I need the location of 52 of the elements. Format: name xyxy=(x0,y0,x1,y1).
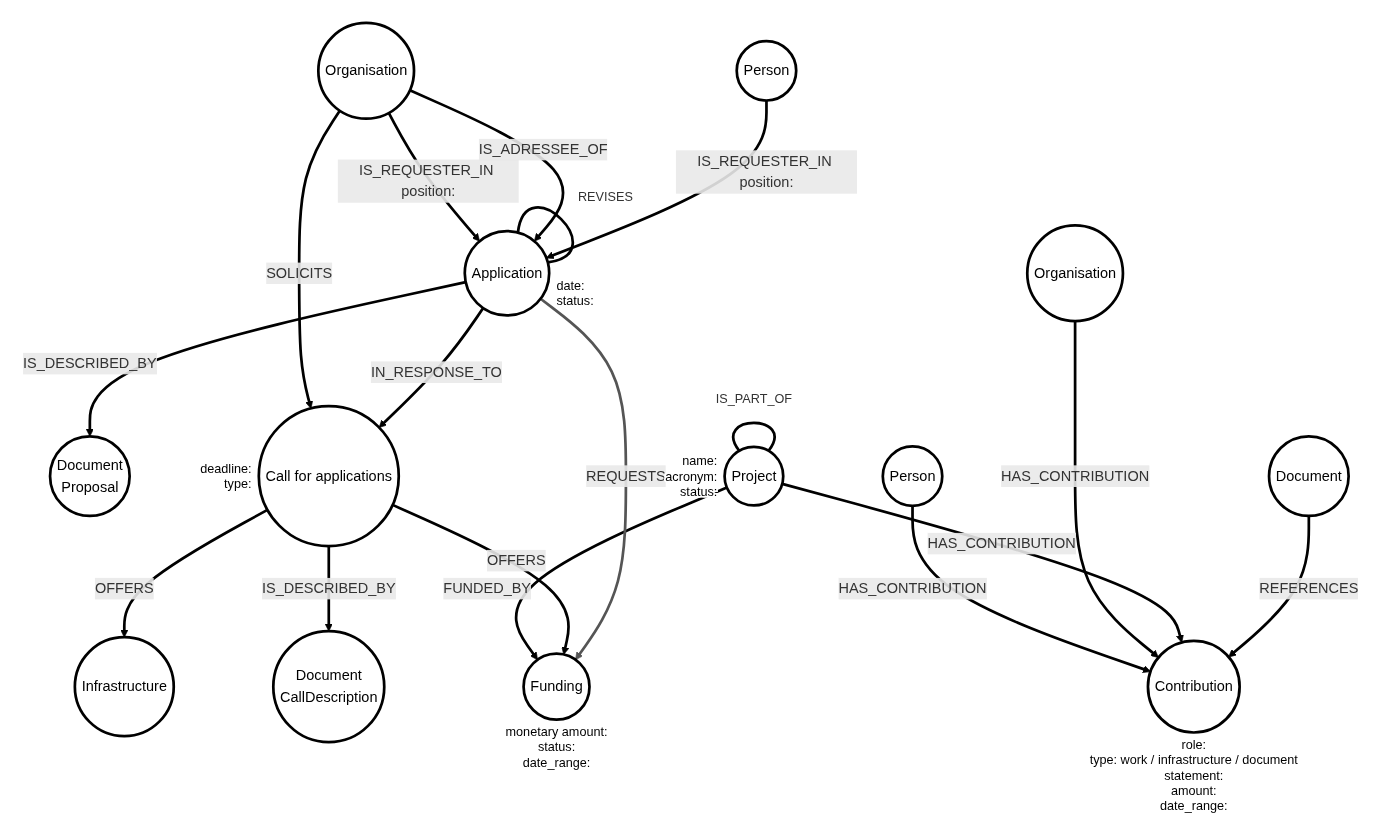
edge-label: IS_ADRESSEE_OF xyxy=(478,141,608,158)
arrow xyxy=(297,110,341,410)
node-circle: Funding xyxy=(522,652,591,722)
arrow xyxy=(910,506,1151,674)
edge-label: IS_REQUESTER_IN position: xyxy=(697,153,832,191)
property-label: date_range: xyxy=(522,756,591,771)
edge-label: IN_RESPONSE_TO xyxy=(370,364,502,380)
node-circle: Project xyxy=(723,445,785,508)
arrow xyxy=(781,482,1184,644)
property-label: status: xyxy=(537,740,575,755)
edge-label: HAS_CONTRIBUTION xyxy=(838,580,987,597)
node-circle: Document Proposal xyxy=(48,435,131,518)
node-circle: Call for applications xyxy=(257,405,400,548)
property-label: type: work / infrastructure / document xyxy=(1089,753,1298,768)
property-label: date: xyxy=(556,279,585,294)
edge-label: IS_DESCRIBED_BY xyxy=(261,580,396,597)
node-circle: Document xyxy=(1267,435,1350,518)
property-label: amount: xyxy=(1170,784,1217,799)
node-circle: Person xyxy=(881,445,944,508)
node-circle: Infrastructure xyxy=(73,636,175,738)
edge-label: HAS_CONTRIBUTION xyxy=(1000,468,1149,484)
property-label: monetary amount: xyxy=(505,725,608,740)
node-circle: Organisation xyxy=(1025,224,1125,323)
edge-label: IS_REQUESTER_IN position: xyxy=(358,162,494,200)
property-label: name: xyxy=(681,454,718,469)
edge-label: OFFERS xyxy=(486,552,546,569)
arrow xyxy=(514,486,728,661)
property-label: date_range: xyxy=(1159,799,1228,814)
edge-label: IS_PART_OF xyxy=(715,392,792,407)
property-label: type: xyxy=(223,477,252,492)
edge-label: OFFERS xyxy=(94,580,154,597)
edge-label: REVISES xyxy=(577,190,633,205)
edge-label: REQUESTS xyxy=(585,468,666,484)
property-label: role: xyxy=(1181,738,1206,753)
arrow xyxy=(1073,321,1159,659)
property-label: acronym: xyxy=(665,470,718,485)
edge-label: SOLICITS xyxy=(265,265,332,281)
property-label: statement: xyxy=(1164,768,1224,783)
edge-label: REFERENCES xyxy=(1259,580,1359,597)
node-circle: Organisation xyxy=(316,21,416,121)
node-circle: Person xyxy=(735,40,798,103)
node-circle: Document CallDescription xyxy=(271,630,386,744)
arrow xyxy=(539,298,628,661)
arrow xyxy=(391,504,570,656)
property-label: status: xyxy=(556,294,594,309)
edge-label: HAS_CONTRIBUTION xyxy=(927,535,1076,552)
node-circle: Application xyxy=(463,230,551,318)
node-circle: Contribution xyxy=(1146,639,1241,735)
edge-label: FUNDED_BY xyxy=(443,580,531,597)
edge-label: IS_DESCRIBED_BY xyxy=(22,355,157,372)
property-label: status: xyxy=(679,485,718,500)
property-label: deadline: xyxy=(200,462,252,477)
